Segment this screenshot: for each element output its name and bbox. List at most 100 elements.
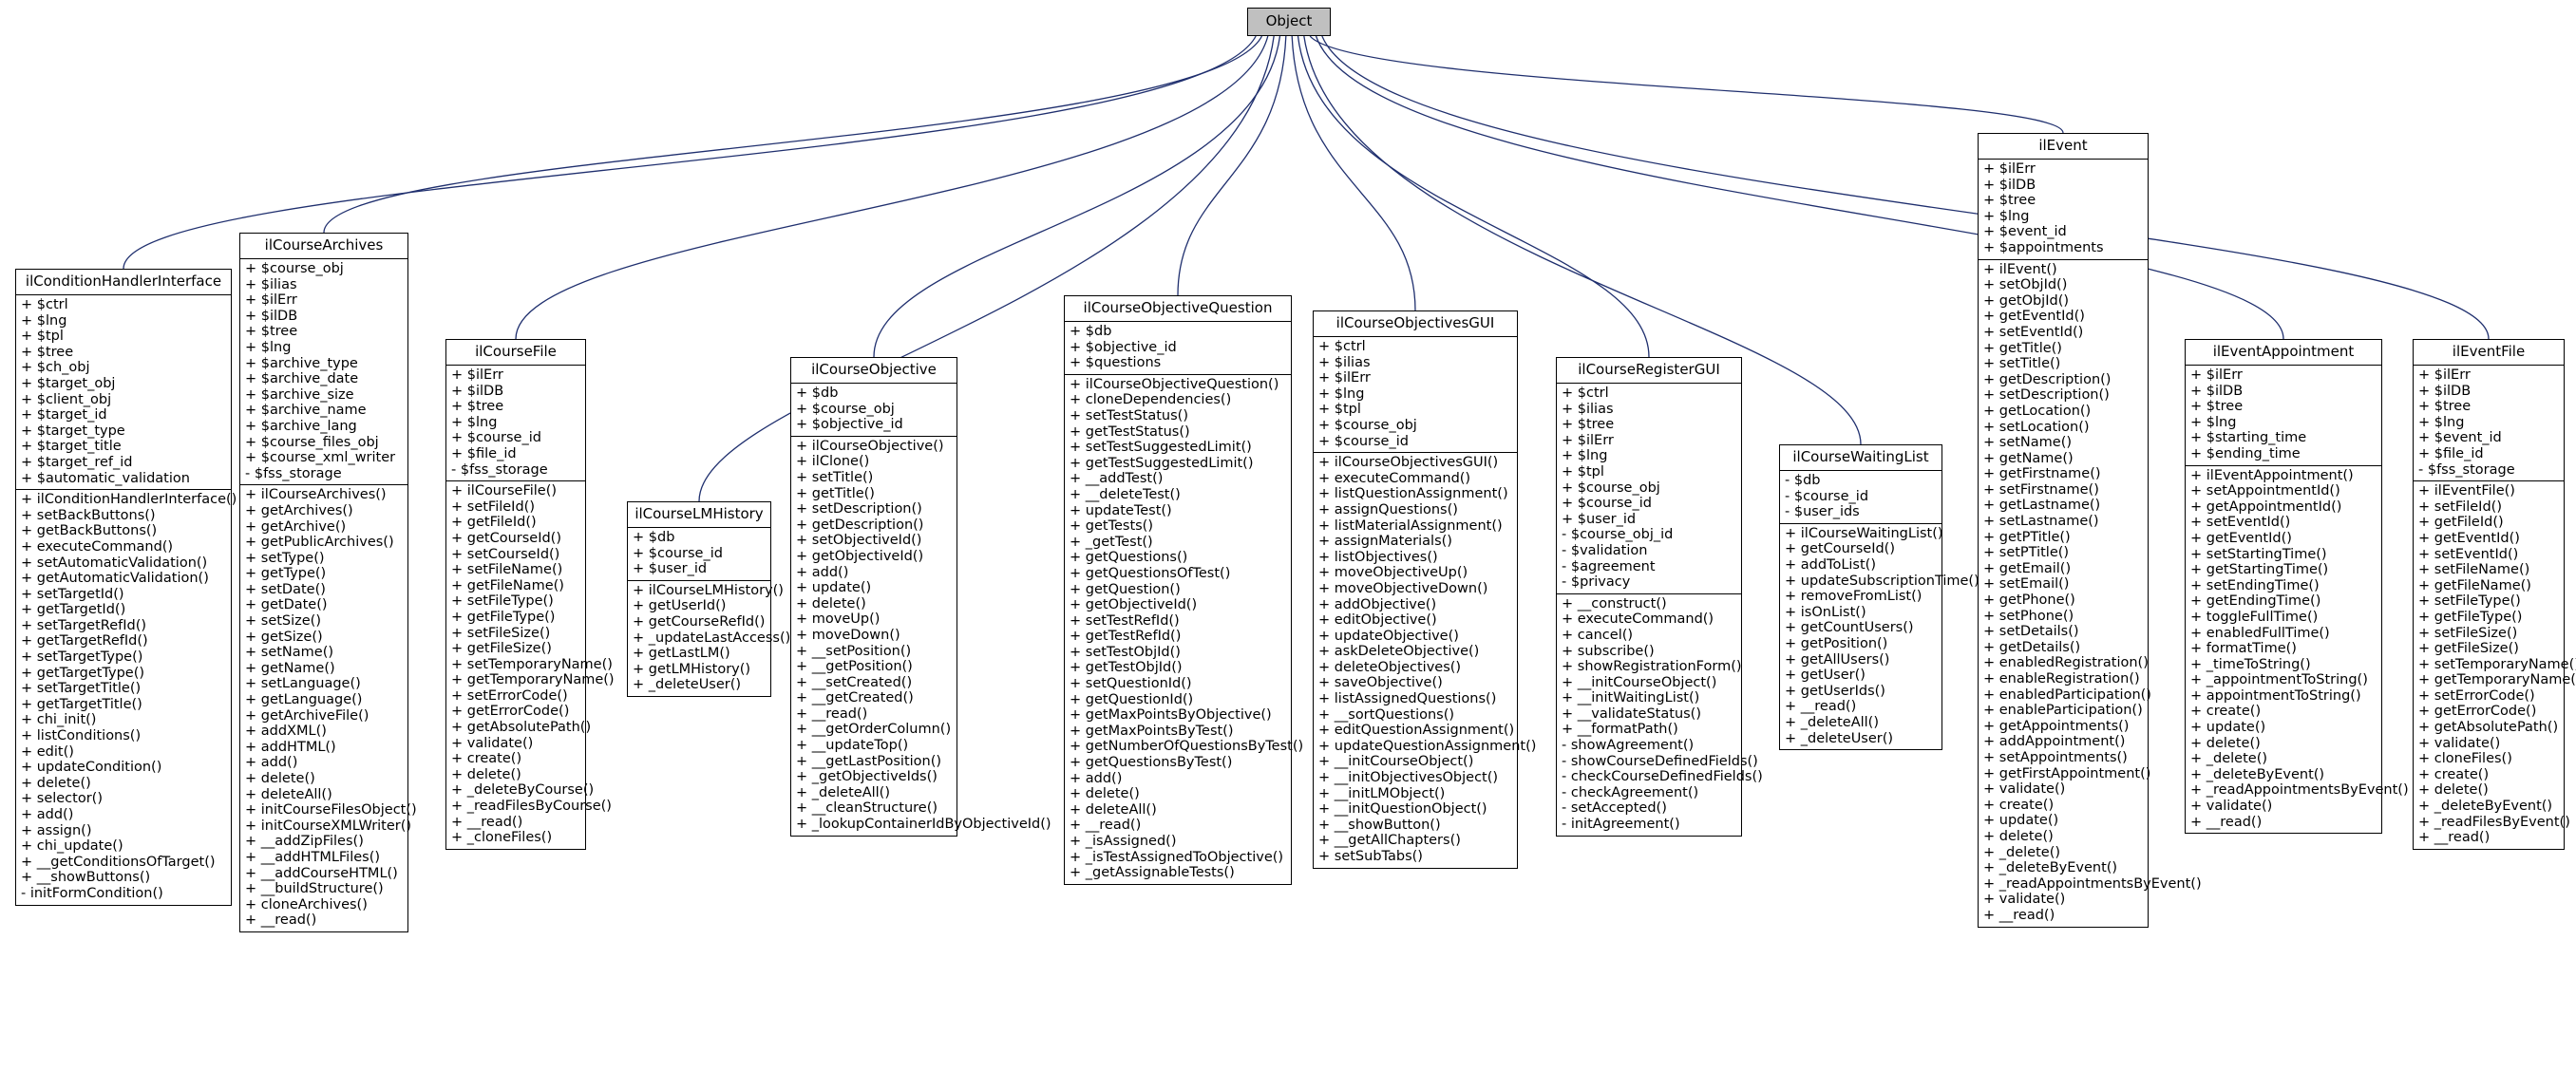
uml-method: + getObjectiveId() [796, 548, 924, 564]
uml-method: + setTitle() [1983, 356, 2061, 372]
uml-attribute: + $tpl [21, 329, 64, 345]
uml-method: + _lookupContainerIdByObjectiveId() [796, 817, 1051, 833]
uml-class-ilEventFile[interactable]: ilEventFile+ $ilErr+ $ilDB+ $tree+ $lng+… [2413, 339, 2576, 850]
uml-attribute: + $course_id [1318, 433, 1409, 449]
uml-method: + getErrorCode() [2418, 704, 2537, 720]
uml-attribute: - $privacy [1562, 574, 1631, 591]
uml-class-ilCourseFile[interactable]: ilCourseFile+ $ilErr+ $ilDB+ $tree+ $lng… [445, 339, 615, 850]
uml-method: + validate() [1983, 892, 2066, 908]
uml-attribute: + $ilias [245, 276, 297, 292]
uml-attribute: + $lng [1318, 386, 1365, 402]
uml-method: - initFormCondition() [21, 885, 163, 901]
uml-class-ilCourseArchives[interactable]: ilCourseArchives+ $course_obj+ $ilias+ $… [239, 233, 417, 932]
uml-method: + getTestStatus() [1070, 423, 1190, 440]
uml-attribute: + $ilDB [245, 308, 298, 324]
uml-attribute: - $agreement [1562, 558, 1656, 574]
uml-class-ilCourseLMHistory[interactable]: ilCourseLMHistory+ $db+ $course_id+ $use… [627, 501, 790, 697]
edge-object-to-ilEventFile [1321, 35, 2490, 340]
uml-class-ilConditionHandlerInterface[interactable]: ilConditionHandlerInterface+ $ctrl+ $lng… [15, 269, 237, 906]
uml-method: + getTestSuggestedLimit() [1070, 455, 1254, 471]
uml-method: + setFirstname() [1983, 481, 2099, 498]
uml-method: + __read() [245, 912, 317, 929]
uml-method: + edit() [21, 743, 74, 760]
uml-class-object[interactable]: Object [1247, 8, 1331, 36]
uml-attribute: + $tree [2190, 399, 2244, 415]
uml-method: + setTitle() [796, 469, 874, 485]
uml-method: + editObjective() [1318, 612, 1437, 629]
uml-method: + __validateStatus() [1562, 705, 1701, 722]
uml-method: + getTests() [1070, 518, 1153, 535]
uml-attribute: + $user_id [633, 561, 708, 577]
uml-method: + delete() [2418, 782, 2489, 799]
uml-method: + getFirstAppointment() [1983, 765, 2151, 781]
uml-attribute: + $archive_type [245, 355, 358, 371]
uml-method: + setName() [1983, 435, 2073, 451]
uml-method: + getTestRefId() [1070, 629, 1182, 645]
uml-method: + addXML() [245, 724, 327, 740]
uml-attribute: + $tpl [1562, 463, 1604, 480]
uml-method: + setAutomaticValidation() [21, 555, 208, 571]
uml-methods-section: + ilCourseObjective()+ ilClone()+ setTit… [791, 437, 1051, 836]
uml-method: + getTargetId() [21, 602, 126, 618]
uml-method: + getQuestions() [1070, 550, 1188, 566]
uml-method: + setTargetType() [21, 649, 143, 666]
uml-class-ilCourseWaitingList[interactable]: ilCourseWaitingList- $db- $course_id- $u… [1779, 444, 1979, 751]
uml-class-title: ilCourseLMHistory [628, 502, 770, 528]
uml-methods-section: + ilCourseObjectivesGUI()+ executeComman… [1314, 453, 1536, 867]
uml-class-ilCourseObjectiveQuestion[interactable]: ilCourseObjectiveQuestion+ $db+ $objecti… [1064, 295, 1303, 885]
uml-method: + getFileId() [451, 515, 537, 531]
uml-method: + chi_init() [21, 712, 97, 728]
uml-method: + _deleteByEvent() [2418, 799, 2553, 815]
uml-method: + getCourseRefId() [633, 613, 766, 630]
uml-method: - setAccepted() [1562, 800, 1667, 817]
uml-class-title: ilCourseRegisterGUI [1557, 358, 1741, 384]
uml-attribute: - $course_obj_id [1562, 527, 1674, 543]
uml-attributes-section: + $ctrl+ $ilias+ $ilErr+ $lng+ $tpl+ $co… [1314, 337, 1517, 454]
uml-method: + __read() [1070, 818, 1142, 834]
uml-methods-section: + ilCourseFile()+ setFileId()+ getFileId… [446, 481, 615, 849]
uml-method: + __initObjectivesObject() [1318, 770, 1499, 786]
uml-method: + getTitle() [796, 485, 875, 501]
uml-method: + getAbsolutePath() [451, 720, 592, 736]
uml-attribute: + $client_obj [21, 391, 112, 407]
uml-method: + updateSubscriptionTime() [1785, 573, 1979, 589]
edge-object-to-ilCourseObjectiveQuestion [1177, 35, 1287, 296]
uml-class-ilCourseRegisterGUI[interactable]: ilCourseRegisterGUI+ $ctrl+ $ilias+ $tre… [1556, 357, 1763, 837]
uml-attribute: + $starting_time [2190, 430, 2307, 446]
uml-method: + setLanguage() [245, 676, 361, 692]
uml-attribute: - $user_ids [1785, 504, 1860, 520]
uml-class-ilEventAppointment[interactable]: ilEventAppointment+ $ilErr+ $ilDB+ $tree… [2185, 339, 2409, 835]
uml-method: + formatTime() [2190, 641, 2297, 657]
uml-method: + getTitle() [1983, 340, 2062, 356]
uml-method: + getCountUsers() [1785, 620, 1914, 636]
uml-method: + setBackButtons() [21, 507, 156, 523]
uml-method: + _readAppointmentsByEvent() [2190, 782, 2409, 799]
uml-method: + _timeToString() [2190, 656, 2311, 672]
uml-method: + ilCourseLMHistory() [633, 582, 784, 598]
uml-methods-section: + ilConditionHandlerInterface()+ setBack… [16, 490, 237, 904]
uml-method: + ilConditionHandlerInterface() [21, 492, 237, 508]
uml-method: + moveUp() [796, 611, 881, 628]
uml-attributes-section: + $ctrl+ $ilias+ $tree+ $ilErr+ $lng+ $t… [1557, 384, 1741, 594]
uml-method: + delete() [1983, 828, 2054, 844]
uml-method: - checkAgreement() [1562, 784, 1699, 800]
uml-method: + getPublicArchives() [245, 535, 394, 551]
uml-method: + __getCreated() [796, 690, 914, 706]
uml-method: + getTargetRefId() [21, 633, 148, 649]
uml-class-title: ilEventFile [2414, 340, 2564, 366]
uml-method: + __showButtons() [21, 870, 151, 886]
uml-class-title: ilCourseObjectivesGUI [1314, 311, 1517, 337]
uml-method: + __read() [796, 705, 868, 722]
uml-attribute: + $tree [1983, 193, 2036, 209]
uml-method: + _deleteByEvent() [1983, 860, 2118, 876]
uml-method: + delete() [245, 771, 315, 786]
uml-method: + assignMaterials() [1318, 534, 1452, 550]
uml-method: + getFirstname() [1983, 466, 2101, 482]
uml-class-ilCourseObjective[interactable]: ilCourseObjective+ $db+ $course_obj+ $ob… [790, 357, 1051, 837]
uml-method: + update() [1983, 813, 2059, 829]
uml-method: + getArchiveFile() [245, 707, 369, 724]
uml-method: + setFileId() [2418, 498, 2502, 515]
uml-method: + getCourseId() [1785, 541, 1895, 557]
uml-class-ilCourseObjectivesGUI[interactable]: ilCourseObjectivesGUI+ $ctrl+ $ilias+ $i… [1313, 310, 1536, 869]
uml-class-ilEvent[interactable]: ilEvent+ $ilErr+ $ilDB+ $tree+ $lng+ $ev… [1978, 133, 2202, 928]
